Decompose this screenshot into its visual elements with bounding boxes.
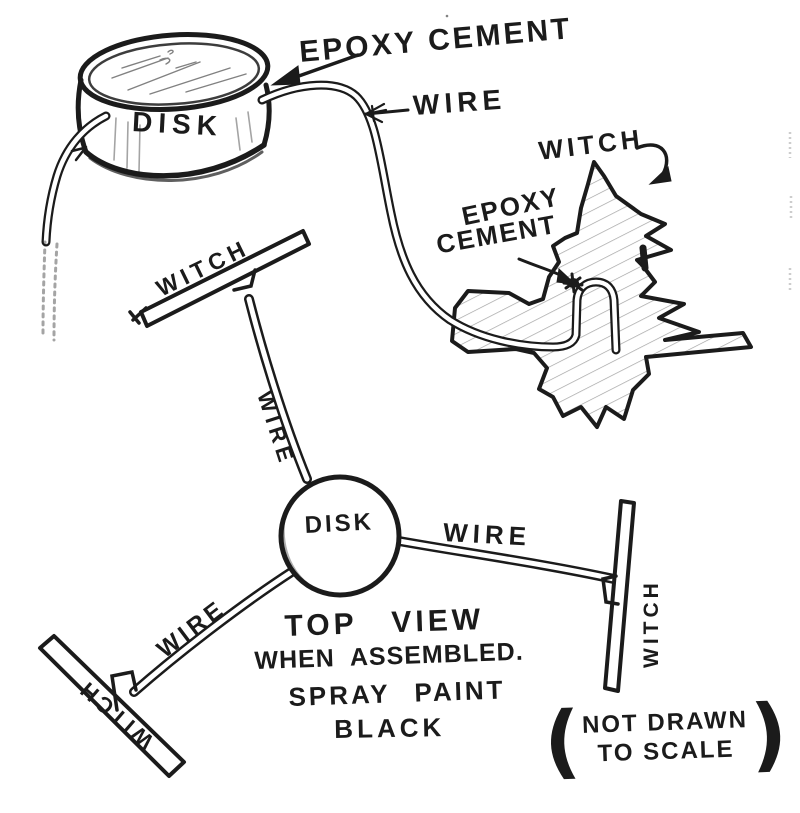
- caption-line4: BLACK: [334, 712, 446, 744]
- upper-bar-end-tick: [128, 306, 148, 325]
- upper-witch-bar: [139, 229, 311, 328]
- top-view-disk-label: DISK: [304, 508, 375, 539]
- ink-specks: [445, 14, 545, 25]
- witch-hatching: [452, 162, 751, 427]
- wire-attachment-notches: [110, 268, 620, 712]
- disk-wall-shading: [113, 111, 253, 173]
- witch-cape-fold: [639, 244, 649, 272]
- disk-top-hatching: [111, 49, 247, 95]
- paper-edge-marks: [788, 132, 793, 292]
- top-view-disk-circle: [278, 474, 402, 598]
- scale-note-line2: TO SCALE: [597, 735, 735, 768]
- left-wire-tick: [70, 145, 88, 162]
- close-paren: ): [748, 686, 789, 782]
- right-wire-line: [396, 538, 617, 582]
- left-wire: [41, 111, 111, 342]
- wire-top-label: WIRE: [412, 83, 508, 121]
- witch-silhouette: [450, 160, 753, 429]
- disk-side-label: DISK: [131, 106, 224, 142]
- caption-line1: TOP VIEW: [284, 603, 485, 643]
- lower-witch-bar: [38, 634, 186, 778]
- main-wire: [257, 80, 621, 355]
- right-witch-bar: [603, 499, 636, 693]
- epoxy-mid-arrow: [517, 257, 577, 285]
- right-witch-bar-label: WITCH: [640, 579, 663, 668]
- not-drawn-to-scale-note: ( NOT DRAWN TO SCALE ): [542, 686, 789, 789]
- lower-wire-line: [131, 568, 296, 695]
- wire-arrow: [364, 102, 410, 124]
- disk-cylinder: [75, 32, 272, 182]
- right-wire-label: WIRE: [442, 517, 532, 552]
- open-paren: (: [542, 693, 583, 789]
- epoxy-top-arrow: [270, 53, 360, 86]
- upper-wire-line: [246, 296, 310, 482]
- lower-notch: [110, 669, 138, 712]
- witch-arrow: [635, 143, 672, 185]
- upper-notch: [232, 268, 257, 292]
- witch-bars: [38, 229, 636, 778]
- right-notch: [601, 574, 620, 606]
- top-view-wires: [129, 294, 619, 697]
